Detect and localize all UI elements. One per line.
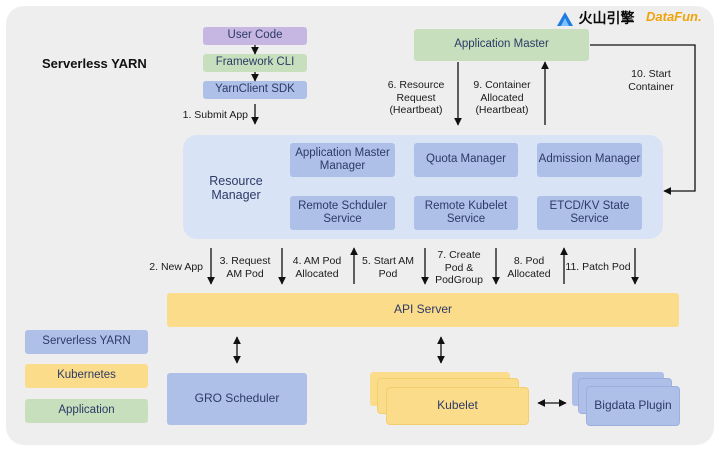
bigdata-plugin-box: Bigdata Plugin [587, 387, 679, 425]
step-8-label: 8. Pod Allocated [507, 255, 551, 280]
legend-serverless-yarn: Serverless YARN [25, 330, 148, 354]
api-server-box: API Server [167, 293, 679, 327]
framework-cli-box: Framework CLI [203, 54, 307, 72]
admission-manager-box: Admission Manager [537, 143, 642, 177]
step-10-label: 10. Start Container [620, 68, 682, 93]
diagram-title: Serverless YARN [42, 56, 147, 71]
step-7-label: 7. Create Pod & PodGroup [435, 249, 483, 287]
remote-scheduler-service-box: Remote Schduler Service [290, 196, 395, 230]
user-code-box: User Code [203, 27, 307, 45]
application-master-box: Application Master [414, 29, 589, 61]
step-9-text: 9. Container Allocated (Heartbeat) [473, 79, 531, 117]
gro-scheduler-box: GRO Scheduler [167, 373, 307, 425]
step-1-label: 1. Submit App [182, 109, 248, 121]
resource-manager-label: Resource Manager [209, 173, 263, 202]
step-6-text: 6. Resource Request (Heartbeat) [387, 79, 445, 117]
yarnclient-sdk-box: YarnClient SDK [203, 81, 307, 99]
step-11-label: 11. Patch Pod [565, 261, 631, 273]
volcano-engine-logo: 火山引擎 [556, 8, 634, 28]
kubelet-stack: Kubelet [370, 372, 535, 428]
volcano-engine-logo-text: 火山引擎 [578, 10, 635, 26]
quota-manager-box: Quota Manager [414, 143, 518, 177]
bigdata-plugin-stack: Bigdata Plugin [572, 372, 684, 432]
step-4-label: 4. AM Pod Allocated [292, 255, 342, 280]
arrow-step10 [590, 44, 696, 195]
legend-kubernetes: Kubernetes [25, 364, 148, 388]
step-2-label: 2. New App [149, 261, 203, 273]
step-3-label: 3. Request AM Pod [219, 255, 271, 280]
step-10-text: 10. Start Container [628, 68, 674, 93]
step-5-label: 5. Start AM Pod [362, 255, 414, 280]
application-master-manager-box: Application Master Manager [290, 143, 395, 177]
datafun-logo: DataFun. [646, 9, 702, 24]
etcd-kv-state-service-box: ETCD/KV State Service [537, 196, 642, 230]
legend-application: Application [25, 399, 148, 423]
kubelet-box: Kubelet [387, 388, 528, 424]
step-9-label: 9. Container Allocated (Heartbeat) [464, 79, 540, 117]
step-6-label: 6. Resource Request (Heartbeat) [378, 79, 454, 117]
remote-kubelet-service-box: Remote Kubelet Service [414, 196, 518, 230]
